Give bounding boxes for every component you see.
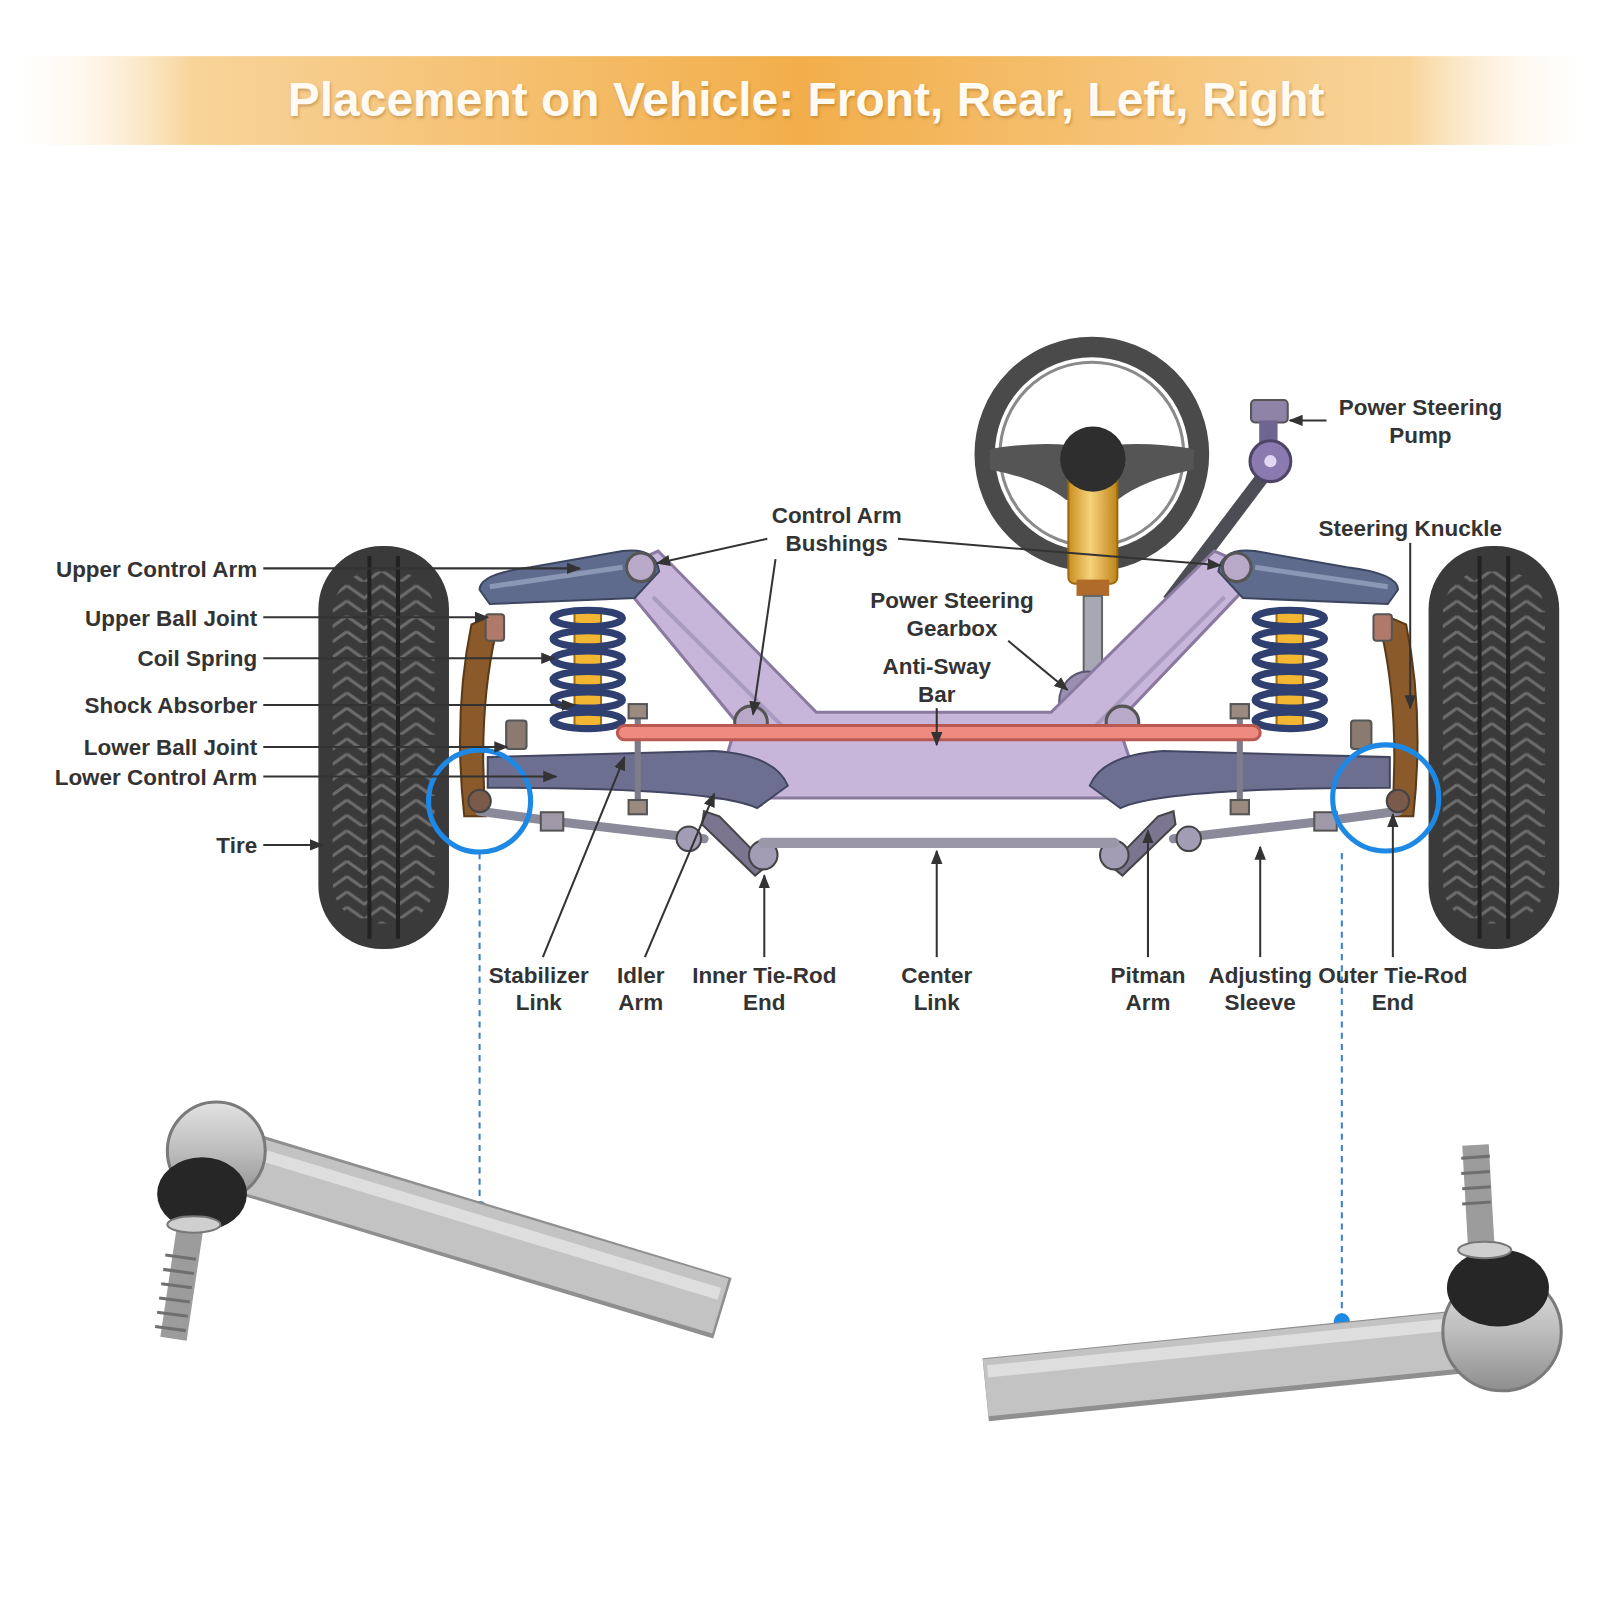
part-label: Adjusting Sleeve [1198, 961, 1322, 1016]
tie-rod-clamp [541, 812, 563, 830]
part-label: Lower Ball Joint [0, 734, 257, 762]
leader-line [1259, 847, 1261, 957]
suspension-side [460, 550, 788, 875]
part-label: Control Arm Bushings [760, 502, 913, 557]
part-label: Power Steering Gearbox [857, 587, 1047, 642]
pump-hub [1264, 455, 1276, 467]
leader-line [1147, 831, 1149, 958]
anti-sway-bar [624, 727, 1253, 738]
tire-tread [1443, 571, 1545, 923]
part-label: Idler Arm [604, 961, 677, 1016]
suspension-side-mirror [1090, 550, 1418, 875]
lower-ball-joint [506, 720, 526, 749]
steering-hub [1060, 427, 1125, 492]
coil-spring [553, 631, 622, 647]
part-label: Upper Ball Joint [0, 604, 257, 632]
part-label: Stabilizer Link [477, 961, 601, 1016]
part-label: Pitman Arm [1101, 961, 1195, 1016]
leader-line [543, 757, 625, 957]
part-label: Center Link [890, 961, 984, 1016]
coil-spring [553, 651, 622, 667]
upper-control-arm [480, 550, 660, 604]
part-label: Upper Control Arm [0, 555, 257, 583]
anti-sway-bar-edge [624, 724, 1253, 741]
stud-thread [1461, 1156, 1491, 1204]
highlight-circle [1333, 745, 1439, 851]
leader-line [936, 708, 938, 745]
rod-highlight [988, 1320, 1490, 1371]
part-label: Lower Control Arm [0, 763, 257, 791]
part-label: Inner Tie-Rod End [690, 961, 839, 1016]
highlight-circle [429, 750, 531, 852]
leader-line [645, 794, 714, 957]
tire-body [1429, 546, 1560, 949]
rod-body [245, 1163, 721, 1306]
leader-line [263, 746, 507, 748]
leader-line [1392, 814, 1394, 957]
leader-line [263, 657, 554, 659]
dashed-pointer [479, 853, 481, 1209]
part-label: Steering Knuckle [1298, 514, 1522, 542]
tire-right [1429, 546, 1560, 949]
part-label: Anti-Sway Bar [873, 653, 1001, 708]
tire-groove [1506, 556, 1510, 939]
title-text: Placement on Vehicle: Front, Rear, Left,… [0, 69, 1600, 130]
leader-line [263, 704, 574, 706]
rubber-boot [1447, 1249, 1549, 1327]
leader-line [898, 539, 1220, 566]
leader-line [1409, 543, 1411, 708]
tire-groove [1478, 556, 1482, 939]
rod-highlight [255, 1153, 719, 1294]
leader-line [936, 851, 938, 957]
rod-shadow [245, 1163, 723, 1308]
pump-bracket [1251, 400, 1288, 422]
leader-lines [263, 420, 1410, 957]
tie-rod-end-left [155, 1102, 722, 1339]
washer [1458, 1242, 1511, 1258]
leader-line [263, 844, 322, 846]
leader-line [1290, 419, 1327, 421]
stud-thread [155, 1255, 196, 1331]
threaded-stud [1476, 1145, 1482, 1253]
leader-line [263, 776, 556, 778]
pump-pulley [1250, 441, 1291, 482]
leader-line [753, 559, 775, 714]
coil-spring [553, 712, 622, 728]
coil-spring [553, 610, 622, 626]
part-label: Power Steering Pump [1326, 394, 1516, 449]
leader-line [263, 616, 487, 618]
stabilizer-link [635, 708, 641, 811]
leader-line [1008, 641, 1067, 690]
center-link [763, 838, 1114, 848]
part-label: Outer Tie-Rod End [1316, 961, 1469, 1016]
washer [167, 1216, 220, 1232]
leader-line [657, 539, 767, 563]
link-nut [629, 800, 647, 814]
leader-line [763, 876, 765, 958]
part-label: Tire [0, 832, 257, 860]
coil-spring [553, 671, 622, 687]
leader-line [263, 567, 579, 569]
tie-rod-end-right [986, 1145, 1562, 1391]
arm-highlight [490, 567, 623, 586]
tie-rod-joint [677, 827, 701, 851]
upper-ball-joint [486, 614, 504, 641]
column-joint [1077, 580, 1110, 596]
part-label: Shock Absorber [0, 692, 257, 720]
outer-tie-rod-ball [468, 790, 490, 812]
dashed-pointer [1341, 853, 1343, 1321]
link-nut [629, 704, 647, 718]
part-label: Coil Spring [0, 645, 257, 673]
control-arm-bushing [627, 553, 656, 582]
